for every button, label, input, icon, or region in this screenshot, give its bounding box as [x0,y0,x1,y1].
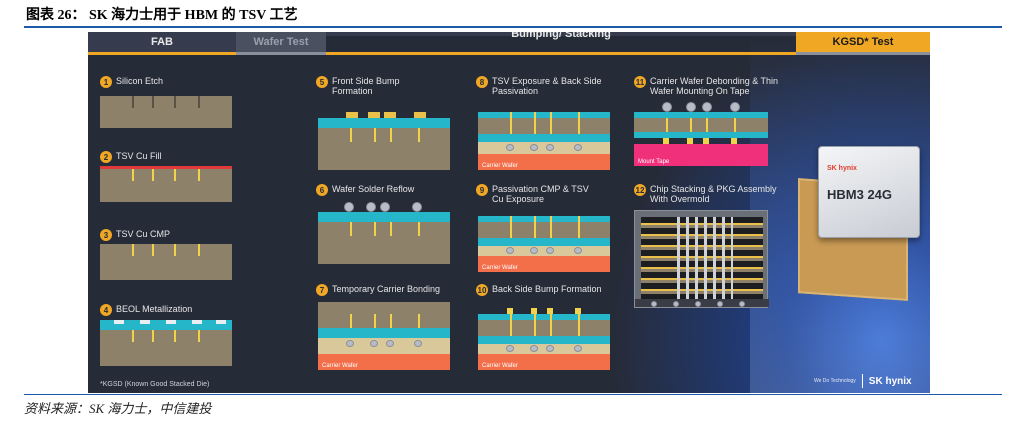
step-label: Silicon Etch [116,76,164,86]
footnote: *KGSD (Known Good Stacked Die) [100,381,210,388]
step-label: TSV Cu Fill [116,151,162,161]
cross-section-10: Carrier Wafer [478,308,610,370]
stack-tsv-columns [671,217,733,299]
step-number: 6 [316,184,328,196]
step-label: Passivation CMP & TSV Cu Exposure [492,184,589,204]
carrier-wafer-layer: Carrier Wafer [478,154,610,170]
step-tsv-cu-cmp: 3 TSV Cu CMP [100,229,170,241]
step-label: Front Side Bump Formation [332,76,400,96]
step-carrier-debonding: 11 Carrier Wafer Debonding & Thin Wafer … [634,76,790,96]
cross-section-6 [318,202,450,264]
stage-kgsd-test: KGSD* Test [796,32,930,52]
step-number: 7 [316,284,328,296]
carrier-wafer-layer: Carrier Wafer [318,354,450,370]
cross-section-7: Carrier Wafer [318,302,450,370]
stage-underline [326,52,796,55]
carrier-wafer-label: Carrier Wafer [482,363,518,369]
step-number: 12 [634,184,646,196]
stage-underline [236,52,326,55]
carrier-wafer-label: Carrier Wafer [482,163,518,169]
cross-section-11: Mount Tape [634,102,768,166]
mount-tape-label: Mount Tape [638,159,670,165]
cross-section-8: Carrier Wafer [478,112,610,170]
carrier-wafer-label: Carrier Wafer [482,265,518,271]
cross-section-1 [100,96,232,128]
step-number: 4 [100,304,112,316]
step-number: 2 [100,151,112,163]
stage-bumping-stacking: Bumping/ Stacking [326,32,796,40]
step-number: 8 [476,76,488,88]
hbm-chip: SK hynix HBM3 24G [818,146,920,238]
step-label: TSV Exposure & Back Side Passivation [492,76,602,96]
step-wafer-solder-reflow: 6 Wafer Solder Reflow [316,184,414,196]
step-number: 5 [316,76,328,88]
step-number: 11 [634,76,646,88]
step-number: 1 [100,76,112,88]
brand-tagline: We Do Technology [814,378,856,384]
top-rule [24,26,1002,28]
step-label: Back Side Bump Formation [492,284,602,294]
stage-underline [88,52,236,55]
stage-fab: FAB [88,32,236,52]
cross-section-5 [318,112,450,170]
brand-separator [861,374,863,388]
stage-wafer-test: Wafer Test [236,32,326,52]
step-tsv-cu-fill: 2 TSV Cu Fill [100,151,162,163]
step-label: BEOL Metallization [116,304,193,314]
step-tsv-exposure: 8 TSV Exposure & Back Side Passivation [476,76,602,96]
step-front-side-bump: 5 Front Side Bump Formation [316,76,422,96]
figure-title: 图表 26： SK 海力士用于 HBM 的 TSV 工艺 [26,8,298,23]
carrier-wafer-layer: Carrier Wafer [478,256,610,272]
step-label: TSV Cu CMP [116,229,171,239]
step-label: Temporary Carrier Bonding [332,284,441,294]
step-silicon-etch: 1 Silicon Etch [100,76,163,88]
chip-brand-logo: SK hynix [827,165,857,172]
chip-product-name: HBM3 24G [827,187,893,202]
step-number: 10 [476,284,488,296]
step-chip-stacking: 12 Chip Stacking & PKG Assembly With Ove… [634,184,790,204]
step-passivation-cmp: 9 Passivation CMP & TSV Cu Exposure [476,184,602,204]
brand-signature: We Do Technology SK hynix [814,374,912,388]
cross-section-12-stack [634,210,769,308]
cross-section-4 [100,320,232,366]
step-label: Carrier Wafer Debonding & Thin Wafer Mou… [650,76,779,96]
step-label: Chip Stacking & PKG Assembly With Overmo… [650,184,777,204]
step-back-side-bump: 10 Back Side Bump Formation [476,284,602,296]
step-temporary-carrier-bonding: 7 Temporary Carrier Bonding [316,284,440,296]
mount-tape-layer: Mount Tape [634,144,768,166]
cross-section-9: Carrier Wafer [478,216,610,272]
stage-underline [796,52,930,55]
carrier-wafer-label: Carrier Wafer [322,363,358,369]
figure-source: 资料来源：SK 海力士，中信建投 [24,401,212,416]
cross-section-2 [100,166,232,202]
bottom-rule [24,394,1002,395]
step-number: 3 [100,229,112,241]
step-number: 9 [476,184,488,196]
cross-section-3 [100,244,232,280]
brand-logo: SK hynix [868,375,912,387]
step-beol-metallization: 4 BEOL Metallization [100,304,192,316]
carrier-wafer-layer: Carrier Wafer [478,354,610,370]
diagram-panel: FAB Wafer Test Bumping/ Stacking KGSD* T… [88,32,930,393]
step-label: Wafer Solder Reflow [332,184,415,194]
